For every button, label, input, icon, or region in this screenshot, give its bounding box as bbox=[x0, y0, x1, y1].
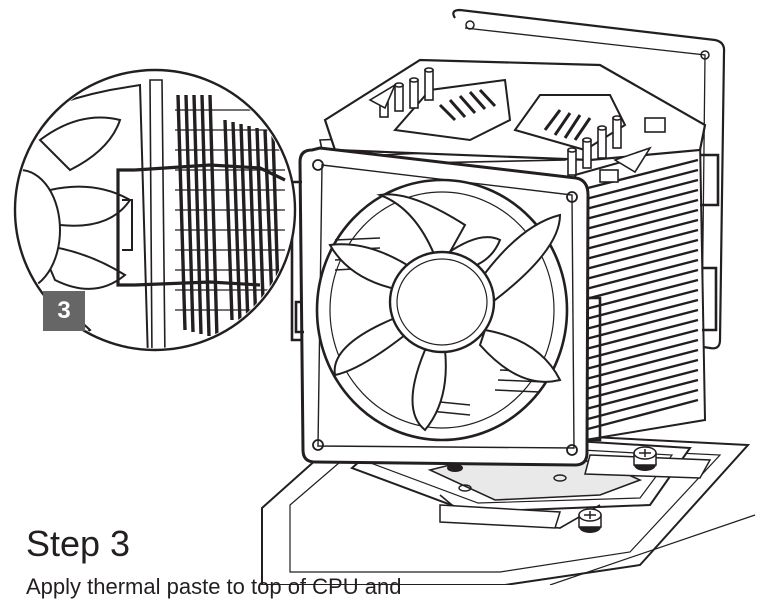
zoom-detail-circle bbox=[13, 68, 297, 352]
zoom-leader-lines bbox=[549, 514, 756, 585]
fan-clip-icon bbox=[290, 153, 720, 442]
step-number-badge: 3 bbox=[43, 291, 85, 331]
fan-illustration bbox=[298, 146, 590, 467]
step-instruction-text: Apply thermal paste to top of CPU and bbox=[26, 574, 402, 599]
step-heading: Step 3 bbox=[26, 523, 131, 564]
cpu-cooler-illustration bbox=[13, 8, 756, 585]
cooler-top-cover bbox=[323, 58, 707, 183]
